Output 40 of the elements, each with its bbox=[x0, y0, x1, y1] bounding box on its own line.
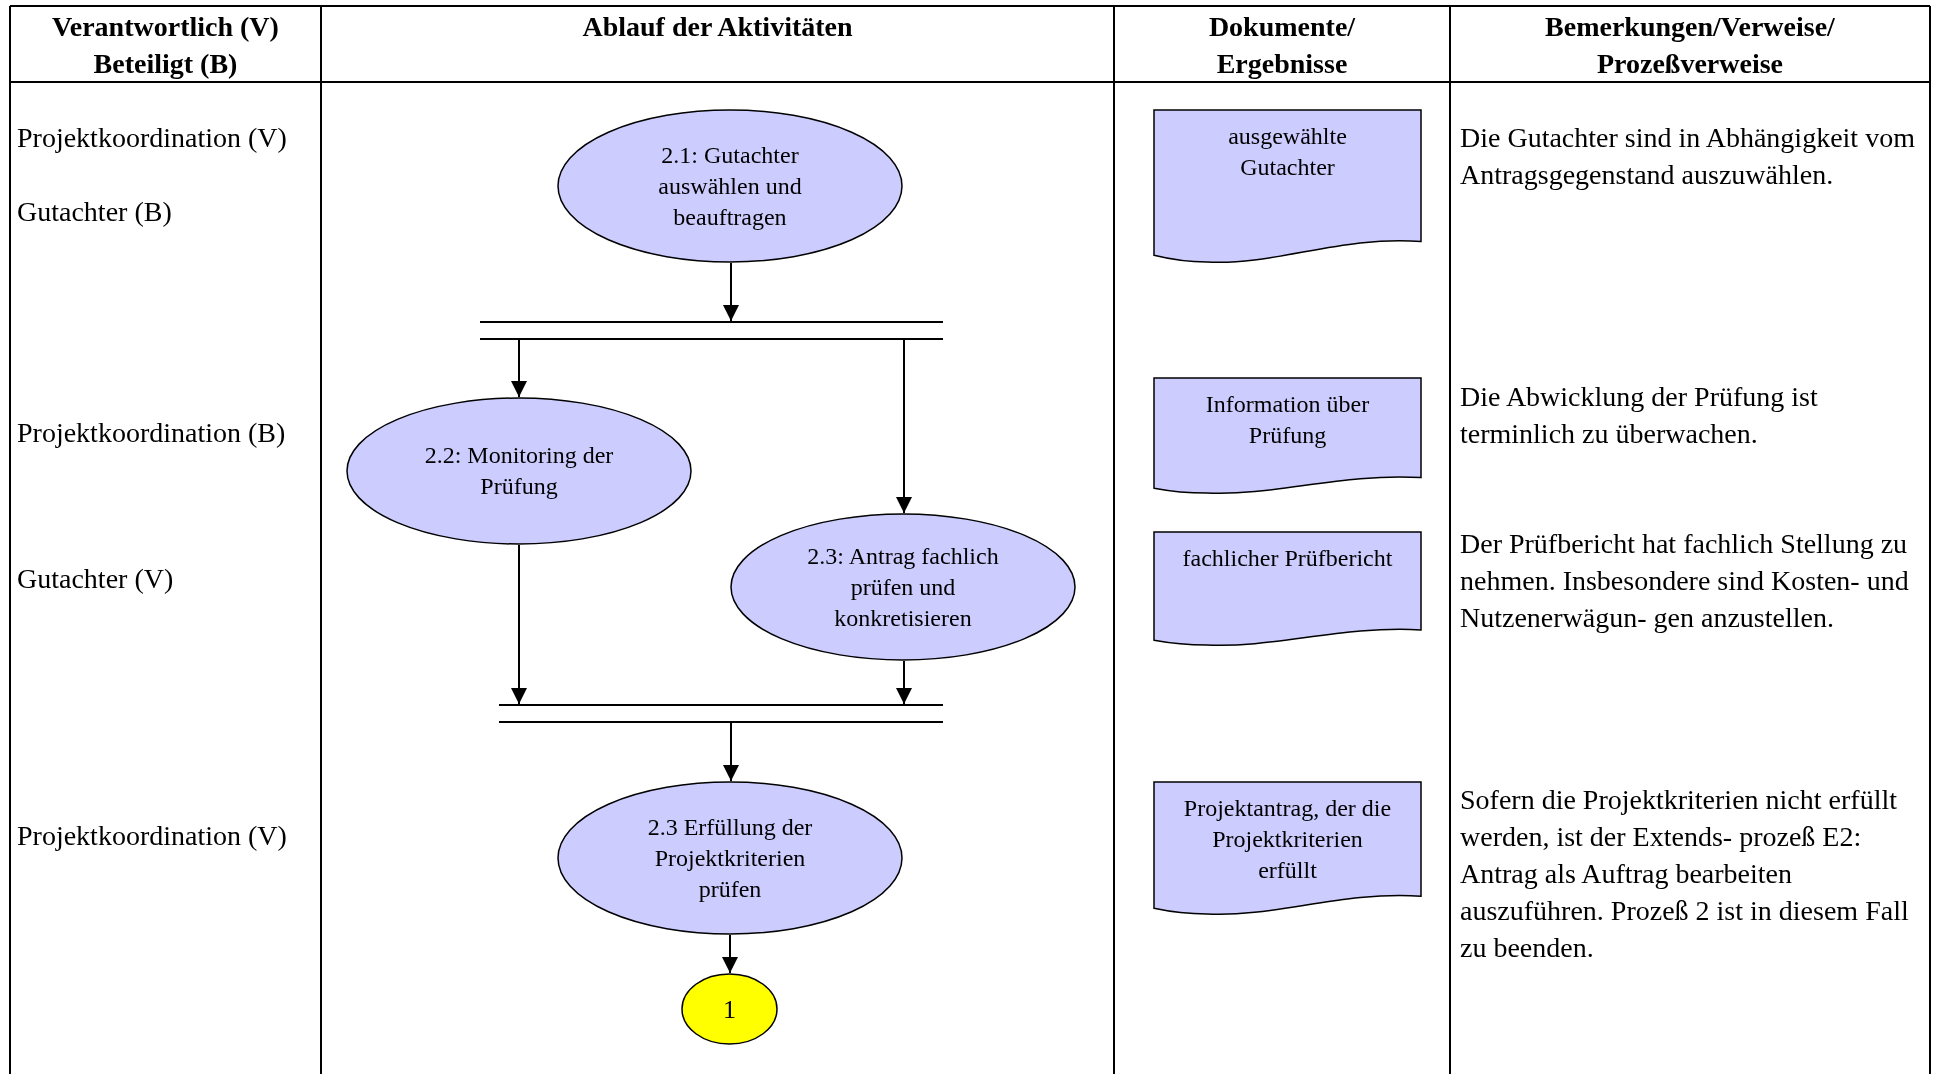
document-shape bbox=[1153, 781, 1422, 915]
document-label: fachlicher Prüfbericht bbox=[1182, 544, 1393, 573]
arrow bbox=[896, 660, 912, 705]
activity-label: 2.3 Erfüllung der Projektkriterien prüfen bbox=[646, 812, 814, 904]
column-header: Verantwortlich (V) Beteiligt (B) bbox=[51, 10, 280, 81]
activity-ellipse bbox=[557, 109, 903, 263]
activity-label: 2.2: Monitoring der Prüfung bbox=[423, 441, 615, 501]
activity-label: 2.1: Gutachter auswählen und beauftragen bbox=[657, 140, 803, 232]
connector-circle bbox=[681, 973, 778, 1045]
arrow bbox=[511, 339, 527, 398]
role-text: Projektkoordination (B) bbox=[17, 416, 286, 450]
activity-ellipse bbox=[730, 513, 1076, 661]
connector-number: 1 bbox=[723, 993, 736, 1025]
document-shape bbox=[1153, 109, 1422, 263]
role-text: Gutachter (V) bbox=[17, 562, 174, 596]
remark-text: Die Abwicklung der Prüfung ist terminlich zu überwachen. bbox=[1460, 380, 1819, 451]
role-text: Projektkoordination (V) bbox=[17, 121, 287, 155]
sync-bar bbox=[480, 321, 943, 340]
activity-ellipse bbox=[346, 397, 692, 545]
activity-ellipse bbox=[557, 781, 903, 935]
arrow bbox=[722, 934, 738, 974]
arrow bbox=[723, 262, 739, 322]
column-header: Ablauf der Aktivitäten bbox=[582, 10, 853, 44]
sync-bar bbox=[499, 704, 943, 723]
column-header: Dokumente/ Ergebnisse bbox=[1207, 10, 1357, 81]
arrow bbox=[511, 544, 527, 705]
column-header: Bemerkungen/Verweise/ Prozeßverweise bbox=[1544, 10, 1836, 81]
remark-text: Der Prüfbericht hat fachlich Stellung zu nehmen. Insbesondere sind Kosten- und Nutzenerwägun- gen anzustellen. bbox=[1460, 527, 1910, 635]
role-text: Projektkoordination (V) bbox=[17, 819, 287, 853]
activity-label: 2.3: Antrag fachlich prüfen und konkretisieren bbox=[806, 541, 1000, 633]
document-label: Projektantrag, der die Projektkriterien erfüllt bbox=[1182, 794, 1393, 885]
remark-text: Die Gutachter sind in Abhängigkeit vom Antragsgegenstand auszuwählen. bbox=[1460, 121, 1915, 192]
arrow bbox=[896, 339, 912, 514]
remark-text: Sofern die Projektkriterien nicht erfüllt werden, ist der Extends- prozeß E2: Antrag als Auftrag bearbeiten auszuführen. Prozeß 2 ist in diesem Fall zu beenden. bbox=[1460, 783, 1910, 965]
document-shape bbox=[1153, 531, 1422, 646]
arrow bbox=[723, 722, 739, 782]
role-text: Gutachter (B) bbox=[17, 195, 172, 229]
document-label: Information über Prüfung bbox=[1204, 390, 1371, 450]
document-label: ausgewählte Gutachter bbox=[1227, 122, 1348, 182]
document-shape bbox=[1153, 377, 1422, 494]
